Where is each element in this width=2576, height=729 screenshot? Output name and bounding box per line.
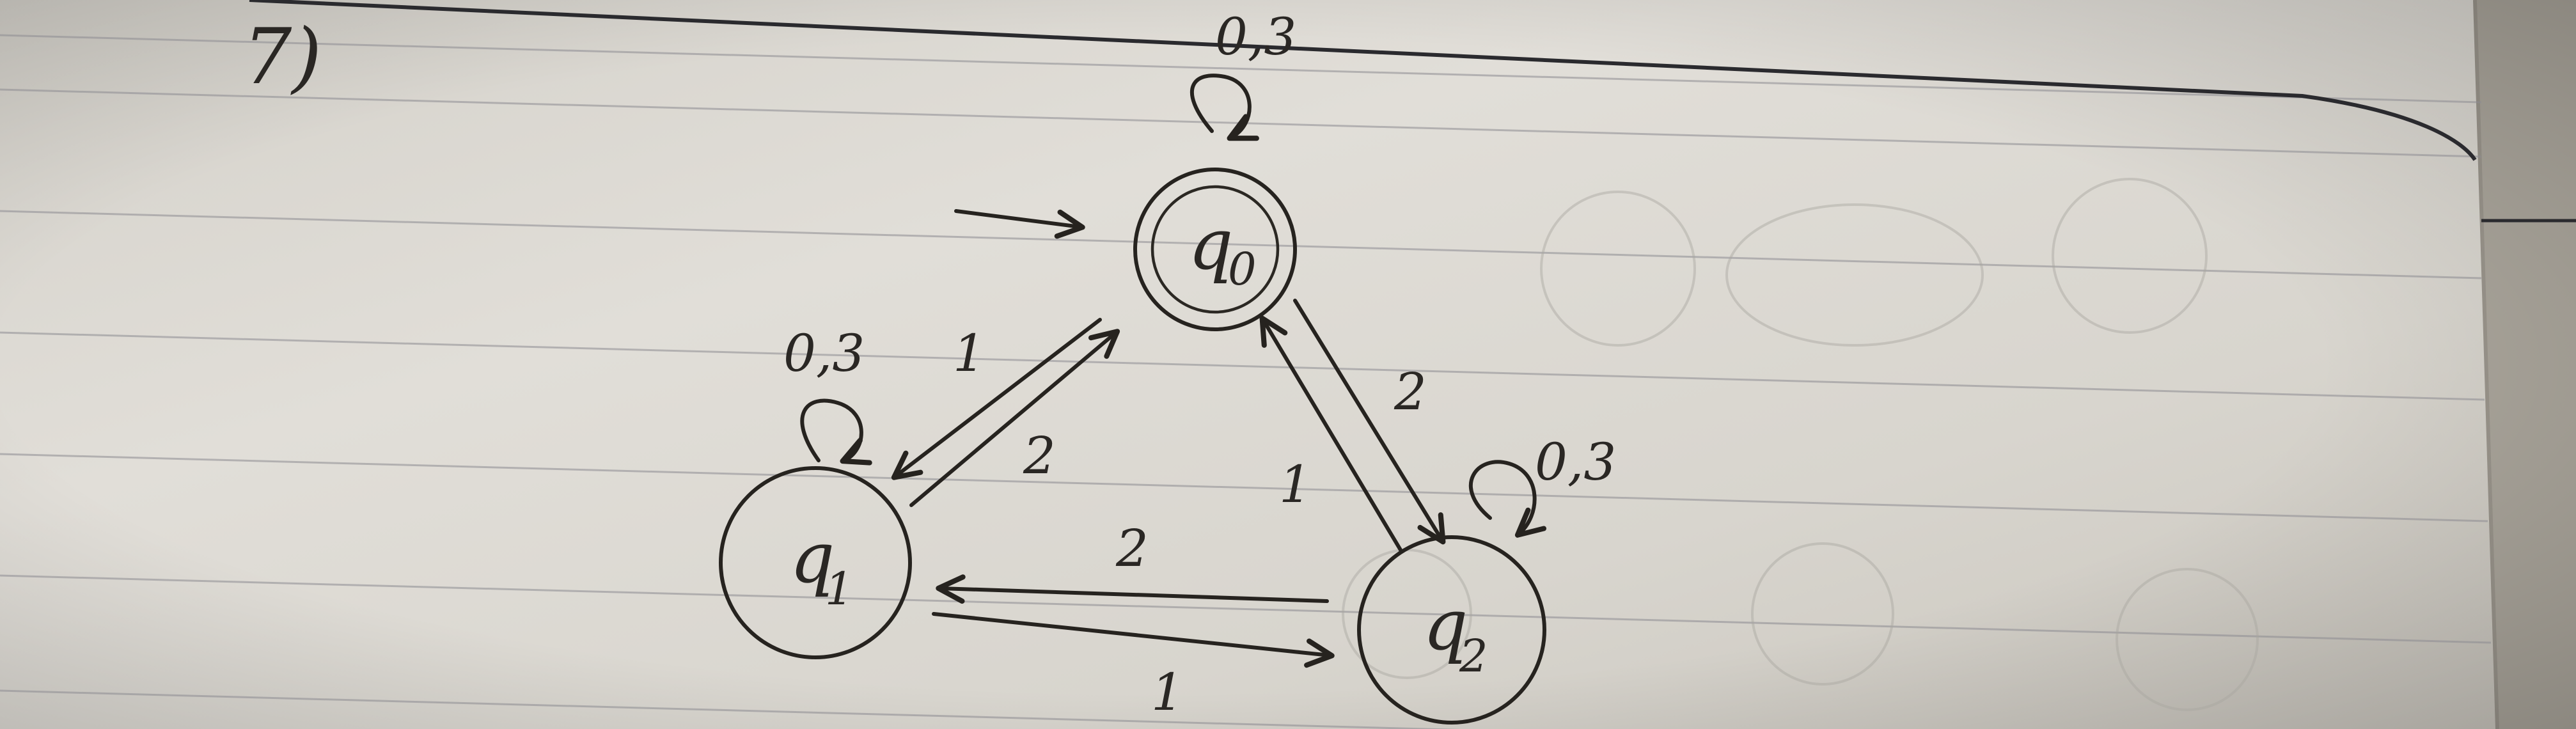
start-arrow: [954, 209, 1085, 239]
state-q0-base: q: [1188, 203, 1233, 285]
edge-q2-q0: 1: [1259, 315, 1402, 552]
edge-q0-q1-label: 1: [953, 324, 986, 383]
edge-q1-q2-label: 1: [1151, 662, 1184, 722]
self-loop-q0-label: 0,3: [1215, 7, 1296, 67]
edge-q2-q0-label: 1: [1279, 455, 1312, 514]
self-loop-q1-label: 0,3: [783, 324, 865, 383]
edge-q0-q2: 2: [1293, 299, 1446, 545]
show-through: [1342, 178, 2259, 711]
state-q2: q 2: [1357, 535, 1546, 725]
self-loop-q1: 0,3: [783, 324, 872, 466]
edge-q0-q1: 1: [891, 318, 1102, 480]
edge-q1-q0-label: 2: [1023, 426, 1056, 485]
state-q1-base: q: [790, 517, 835, 599]
edge-q0-q2-label: 2: [1394, 362, 1427, 421]
state-q1: q 1: [719, 466, 912, 659]
self-loop-q2-label: 0,3: [1535, 432, 1616, 492]
margin-line: [249, 0, 2477, 161]
accept-ring: [1151, 185, 1280, 314]
self-loop-q2: 0,3: [1468, 432, 1616, 538]
edge-q1-q0: 2: [909, 329, 1120, 507]
state-q1-sub: 1: [825, 563, 854, 615]
state-q2-sub: 2: [1459, 630, 1488, 682]
edge-q2-q1-label: 2: [1115, 519, 1149, 578]
edge-q1-q2: 1: [932, 612, 1335, 722]
state-q0: q 0: [1133, 168, 1297, 331]
state-q2-base: q: [1423, 584, 1468, 666]
problem-number: 7): [243, 13, 322, 102]
self-loop-q0: 0,3: [1190, 7, 1296, 141]
state-q0-sub: 0: [1228, 243, 1257, 295]
ruled-lines: [0, 34, 2492, 729]
edge-q2-q1: 2: [936, 519, 1329, 604]
